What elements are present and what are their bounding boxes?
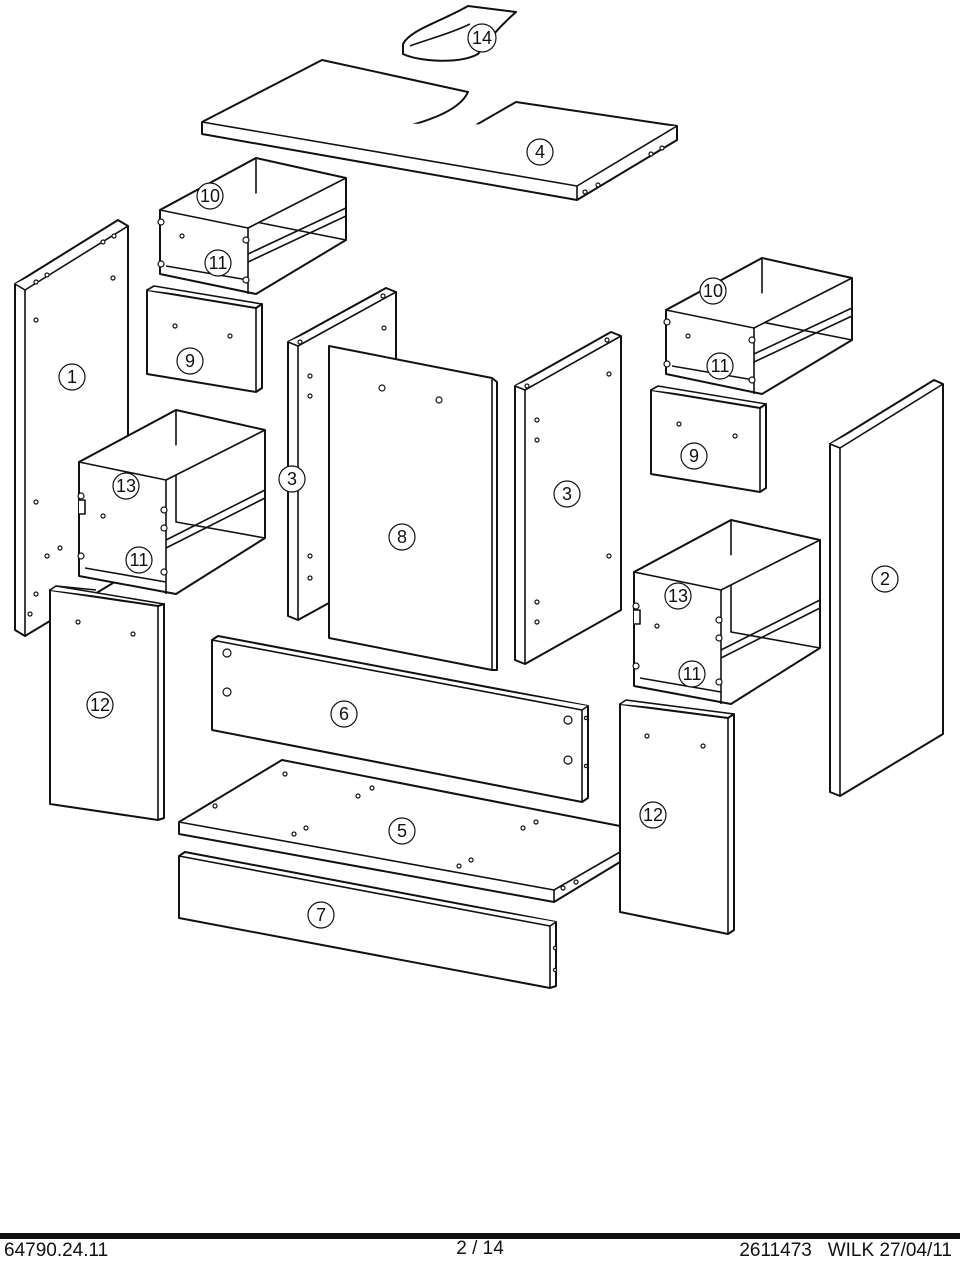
svg-text:13: 13 (116, 476, 136, 496)
part-9-drawer-front-left (146, 285, 263, 393)
label-9-right: 9 (680, 442, 708, 470)
label-10-right: 10 (699, 277, 727, 305)
part-9-drawer-front-right (650, 385, 767, 493)
drawer-box-top-right (663, 257, 853, 395)
svg-text:9: 9 (185, 351, 195, 371)
footer-article-number: 64790.24.11 (4, 1240, 109, 1261)
label-1: 1 (58, 363, 86, 391)
label-2: 2 (871, 565, 899, 593)
svg-text:13: 13 (668, 586, 688, 606)
svg-text:8: 8 (397, 527, 407, 547)
svg-text:12: 12 (90, 695, 110, 715)
svg-text:7: 7 (316, 905, 326, 925)
label-3-right: 3 (553, 480, 581, 508)
label-11-mid-right: 11 (678, 660, 706, 688)
svg-text:11: 11 (683, 664, 702, 684)
part-8-back-panel (328, 345, 498, 671)
svg-text:12: 12 (643, 805, 663, 825)
svg-text:6: 6 (339, 704, 349, 724)
label-3-left: 3 (278, 465, 306, 493)
exploded-assembly-diagram: 14 4 10 11 1 9 10 11 9 13 3 3 8 11 2 13 … (14, 5, 944, 989)
part-4-top-panel (201, 59, 678, 201)
label-14: 14 (467, 23, 497, 53)
svg-text:14: 14 (472, 28, 492, 48)
label-6: 6 (330, 700, 358, 728)
svg-text:11: 11 (130, 550, 149, 570)
part-6-rear-rail (211, 635, 589, 803)
label-7: 7 (307, 901, 335, 929)
svg-text:1: 1 (67, 367, 77, 387)
part-7-plinth (178, 851, 558, 989)
svg-text:11: 11 (711, 356, 730, 376)
label-13-left: 13 (112, 472, 140, 500)
label-9-left: 9 (176, 347, 204, 375)
svg-text:10: 10 (200, 186, 220, 206)
label-5: 5 (388, 817, 416, 845)
svg-text:4: 4 (535, 142, 545, 162)
label-12-left: 12 (86, 691, 114, 719)
svg-text:10: 10 (703, 281, 723, 301)
svg-text:3: 3 (287, 469, 297, 489)
label-11-top-left: 11 (204, 249, 232, 277)
label-10-left: 10 (196, 182, 224, 210)
footer-document-code: 2611473 WILK 27/04/11 (739, 1240, 952, 1261)
svg-text:2: 2 (880, 569, 890, 589)
svg-text:11: 11 (209, 253, 228, 273)
label-11-mid-left: 11 (125, 546, 153, 574)
footer-page-number: 2 / 14 (456, 1238, 504, 1259)
part-14-edge-strip (402, 5, 517, 62)
footer-rule (0, 1233, 960, 1239)
label-8: 8 (388, 523, 416, 551)
label-13-right: 13 (664, 582, 692, 610)
label-4: 4 (526, 138, 554, 166)
part-12-door-right (619, 699, 735, 935)
svg-text:9: 9 (689, 446, 699, 466)
svg-text:3: 3 (562, 484, 572, 504)
drawer-box-middle-right (632, 519, 821, 705)
drawer-box-top-left (157, 157, 347, 295)
part-labels: 14 4 10 11 1 9 10 11 9 13 3 3 8 11 2 13 … (58, 23, 899, 929)
label-12-right: 12 (639, 801, 667, 829)
label-11-top-right: 11 (706, 352, 734, 380)
svg-text:5: 5 (397, 821, 407, 841)
drawer-box-middle-left (77, 409, 266, 595)
